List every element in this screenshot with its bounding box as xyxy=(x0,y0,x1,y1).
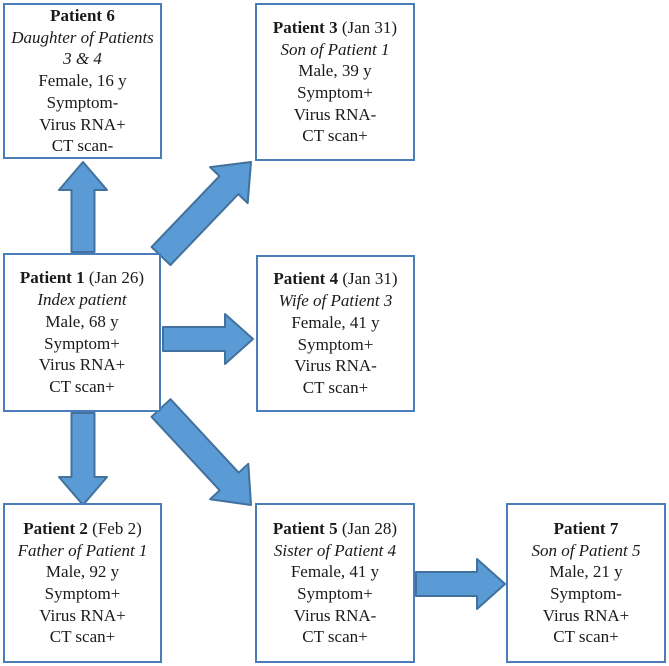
patient-detail-ct: CT scan+ xyxy=(553,627,619,647)
patient-name: Patient 4 xyxy=(273,269,339,289)
patient-relation: Sister of Patient 4 xyxy=(273,540,397,560)
patient-2-box: Patient 2 (Feb 2) Father of Patient 1 Ma… xyxy=(3,503,162,663)
patient-title: Patient 3 (Jan 31) xyxy=(259,17,411,39)
patient-3-box: Patient 3 (Jan 31) Son of Patient 1 Male… xyxy=(255,3,415,161)
patient-name: Patient 2 xyxy=(23,518,88,538)
arrow-patient-1-to-patient-2-icon xyxy=(58,412,108,506)
arrow-patient-1-to-patient-3-icon xyxy=(150,161,252,266)
patient-name: Patient 5 xyxy=(272,518,338,538)
patient-date: (Jan 31) xyxy=(342,269,398,289)
arrow-patient-1-to-patient-4-icon xyxy=(162,313,254,365)
patient-relation: Daughter of Patients 3 & 4 xyxy=(11,27,154,69)
patient-4-box: Patient 4 (Jan 31) Wife of Patient 3 Fem… xyxy=(256,255,415,412)
patient-detail-rna: Virus RNA- xyxy=(293,104,377,124)
patient-1-box: Patient 1 (Jan 26) Index patient Male, 6… xyxy=(3,253,161,412)
patient-detail-sex-age: Female, 41 y xyxy=(291,312,380,332)
patient-detail-symptom: Symptom+ xyxy=(297,334,374,354)
patient-detail-rna: Virus RNA+ xyxy=(38,355,126,375)
patient-name: Patient 6 xyxy=(50,6,115,26)
patient-name: Patient 1 xyxy=(19,268,85,288)
patient-detail-rna: Virus RNA- xyxy=(294,356,377,376)
arrow-patient-1-to-patient-6-icon xyxy=(58,161,108,253)
patient-detail-sex-age: Male, 68 y xyxy=(45,311,119,331)
patient-detail-ct: CT scan+ xyxy=(302,377,369,397)
patient-detail-sex-age: Female, 16 y xyxy=(38,71,127,91)
patient-detail-ct: CT scan+ xyxy=(302,126,368,146)
patient-detail-symptom: Symptom+ xyxy=(44,333,120,353)
patient-detail-rna: Virus RNA- xyxy=(293,605,377,625)
patient-relation: Father of Patient 1 xyxy=(17,540,148,560)
patient-relation: Index patient xyxy=(37,290,127,310)
patient-detail-rna: Virus RNA+ xyxy=(39,114,126,134)
patient-relation: Son of Patient 5 xyxy=(531,540,641,560)
patient-title: Patient 2 (Feb 2) xyxy=(7,518,158,540)
patient-relation: Wife of Patient 3 xyxy=(278,291,393,311)
arrow-patient-1-to-patient-5-icon xyxy=(150,398,252,506)
patient-relation: Son of Patient 1 xyxy=(280,39,390,59)
patient-title: Patient 7 xyxy=(510,518,662,540)
patient-5-box: Patient 5 (Jan 28) Sister of Patient 4 F… xyxy=(255,503,415,663)
patient-detail-rna: Virus RNA+ xyxy=(542,605,630,625)
patient-7-box: Patient 7 Son of Patient 5 Male, 21 y Sy… xyxy=(506,503,666,663)
patient-detail-sex-age: Male, 21 y xyxy=(549,562,623,582)
patient-name: Patient 3 xyxy=(272,17,338,37)
patient-detail-sex-age: Male, 39 y xyxy=(298,61,372,81)
patient-title: Patient 1 (Jan 26) xyxy=(7,267,157,289)
patient-title: Patient 5 (Jan 28) xyxy=(259,518,411,540)
patient-title: Patient 4 (Jan 31) xyxy=(260,268,411,290)
patient-detail-symptom: Symptom+ xyxy=(44,584,121,603)
patient-detail-ct: CT scan+ xyxy=(302,627,368,647)
patient-detail-symptom: Symptom- xyxy=(550,584,622,603)
patient-detail-ct: CT scan- xyxy=(51,136,114,156)
patient-date: (Jan 26) xyxy=(88,268,145,288)
patient-detail-rna: Virus RNA+ xyxy=(39,605,126,625)
patient-detail-symptom: Symptom+ xyxy=(297,584,373,603)
patient-title: Patient 6 xyxy=(7,5,158,27)
arrow-patient-5-to-patient-7-icon xyxy=(415,558,506,610)
patient-name: Patient 7 xyxy=(553,518,619,538)
patient-date: (Jan 28) xyxy=(341,518,398,538)
patient-date: (Feb 2) xyxy=(92,518,142,538)
patient-detail-ct: CT scan+ xyxy=(49,376,115,396)
patient-detail-symptom: Symptom- xyxy=(46,92,119,112)
patient-detail-sex-age: Female, 41 y xyxy=(290,562,380,582)
patient-date: (Jan 31) xyxy=(341,17,398,37)
patient-detail-symptom: Symptom+ xyxy=(297,83,373,102)
patient-detail-ct: CT scan+ xyxy=(49,627,116,647)
patient-detail-sex-age: Male, 92 y xyxy=(45,562,120,582)
patient-6-box: Patient 6 Daughter of Patients 3 & 4 Fem… xyxy=(3,3,162,159)
